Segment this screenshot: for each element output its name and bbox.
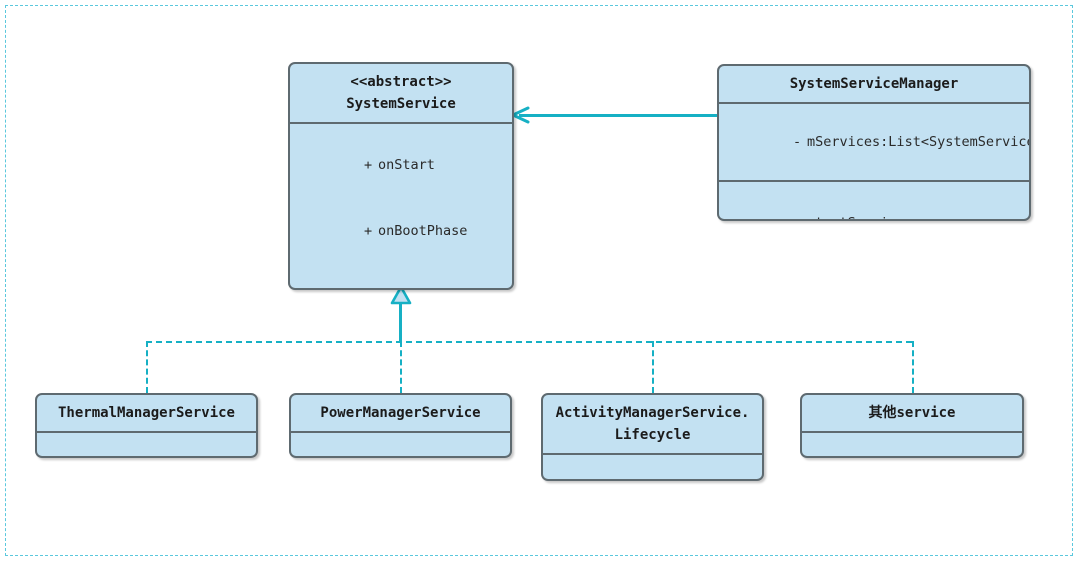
class-member: + onStart: [290, 132, 512, 198]
generalization-riser-line: [399, 300, 402, 342]
generalization-branch-activity: [652, 341, 654, 393]
class-box-activity-manager-service-lifecycle[interactable]: ActivityManagerService. Lifecycle: [541, 393, 764, 481]
class-title-power-manager-service: PowerManagerService: [320, 405, 481, 421]
class-members-system-service-manager: +startService +startBootPhase +onUserSta…: [719, 180, 1029, 219]
class-attribute: -mServices:List<SystemService>: [719, 109, 1029, 175]
association-line-manager-to-service: [519, 114, 717, 117]
class-box-other-service[interactable]: 其他service: [800, 393, 1024, 458]
class-attributes-system-service-manager: -mServices:List<SystemService>: [719, 102, 1029, 180]
class-members-power-manager-service: [291, 431, 510, 456]
class-members-other-service: [802, 431, 1022, 456]
class-title-system-service: <<abstract>> SystemService: [346, 74, 456, 112]
visibility-marker: +: [364, 286, 378, 288]
visibility-marker: -: [793, 134, 802, 150]
class-title-system-service-manager: SystemServiceManager: [789, 76, 959, 92]
class-members-activity-manager-service-lifecycle: [543, 453, 762, 479]
hollow-triangle-arrow-icon: [390, 285, 412, 305]
member-name: publishBinderService: [378, 289, 514, 290]
class-box-system-service-manager[interactable]: SystemServiceManager -mServices:List<Sys…: [717, 64, 1031, 221]
class-title-activity-manager-service-lifecycle: ActivityManagerService. Lifecycle: [555, 405, 750, 443]
class-member: +startService: [719, 190, 1029, 219]
member-name: startService: [807, 215, 905, 219]
member-name: onBootPhase: [378, 223, 468, 239]
class-title-thermal-manager-service: ThermalManagerService: [57, 405, 235, 421]
generalization-branch-power: [400, 341, 402, 393]
member-name: onStart: [378, 157, 435, 173]
class-box-thermal-manager-service[interactable]: ThermalManagerService: [35, 393, 258, 458]
generalization-bus-line: [146, 341, 912, 343]
visibility-marker: +: [364, 223, 373, 239]
class-member: +publishBinderService: [290, 264, 514, 290]
visibility-marker: +: [793, 212, 807, 219]
visibility-marker: +: [364, 157, 373, 173]
attribute-name: mServices:List<SystemService>: [807, 134, 1031, 150]
class-member: + onBootPhase: [290, 198, 512, 264]
generalization-branch-other: [912, 341, 914, 393]
generalization-branch-thermal: [146, 341, 148, 393]
class-box-power-manager-service[interactable]: PowerManagerService: [289, 393, 512, 458]
class-title-other-service: 其他service: [868, 405, 956, 421]
class-members-thermal-manager-service: [37, 431, 256, 456]
class-box-system-service[interactable]: <<abstract>> SystemService + onStart + onB…: [288, 62, 514, 290]
class-members-system-service: +onStart +onBootPhase +publishBinderServ…: [290, 122, 514, 290]
